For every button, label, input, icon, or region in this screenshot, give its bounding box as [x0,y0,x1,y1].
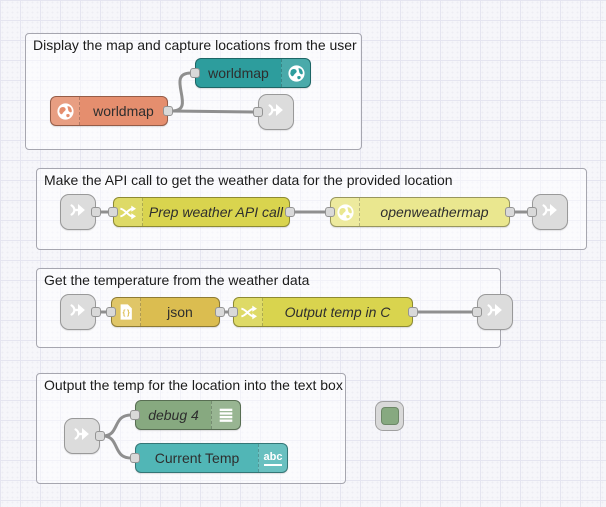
link-out-icon [484,299,506,326]
group-label: Make the API call to get the weather dat… [44,172,453,188]
node-link-out[interactable] [253,94,294,130]
node-label: openweathermap [380,204,489,220]
wire[interactable] [170,109,255,114]
node-link-in[interactable] [60,294,101,330]
group-display-map[interactable]: Display the map and capture locations fr… [25,33,362,150]
link-in-icon [71,423,93,450]
node-debug[interactable]: debug 4 [130,400,241,430]
abc-icon: abc [258,444,287,472]
node-worldmap-in[interactable]: worldmap [190,58,311,88]
output-port[interactable] [95,431,105,441]
node-label: worldmap [93,103,154,119]
node-label: debug 4 [148,407,199,423]
input-port[interactable] [472,307,482,317]
node-label: Prep weather API call [148,204,283,220]
node-label: worldmap [208,65,269,81]
wire[interactable] [170,71,193,113]
node-link-out[interactable] [472,294,513,330]
globe-icon [51,97,80,125]
wire[interactable] [101,413,133,438]
output-port[interactable] [91,307,101,317]
node-label: Output temp in C [284,304,391,320]
input-port[interactable] [325,207,335,217]
globe-icon [281,59,310,87]
group-label: Output the temp for the location into th… [44,377,343,393]
output-port[interactable] [215,307,225,317]
input-port[interactable] [130,410,140,420]
input-port[interactable] [106,307,116,317]
output-port[interactable] [408,307,418,317]
input-port[interactable] [130,453,140,463]
node-worldmap[interactable]: worldmap [50,96,173,126]
group-label: Get the temperature from the weather dat… [44,272,310,288]
node-debug-wrap: debug 4 [130,400,405,431]
function-icon [234,298,263,326]
json-icon: { } [112,298,141,326]
link-in-icon [67,299,89,326]
globe-icon [331,198,360,226]
input-port[interactable] [108,207,118,217]
function-icon [114,198,143,226]
debug-toggle-indicator [380,407,399,425]
svg-text:{ }: { } [122,308,129,317]
node-function-prep-weather[interactable]: Prep weather API call [108,197,295,227]
link-in-icon [67,199,89,226]
link-out-icon [265,99,287,126]
output-port[interactable] [91,207,101,217]
node-json[interactable]: { } json [106,297,225,327]
input-port[interactable] [253,107,263,117]
input-port[interactable] [527,207,537,217]
input-port[interactable] [190,68,200,78]
node-openweathermap[interactable]: openweathermap [325,197,515,227]
node-link-out[interactable] [527,194,568,230]
node-link-in[interactable] [60,194,101,230]
debug-enable-toggle[interactable] [375,401,404,431]
node-label: json [167,304,193,320]
output-port[interactable] [163,106,173,116]
group-label: Display the map and capture locations fr… [33,37,357,53]
node-label: Current Temp [154,450,240,466]
node-function-output-temp[interactable]: Output temp in C [228,297,418,327]
node-ui-text-current-temp[interactable]: Current Temp abc [130,443,288,473]
debug-lines-icon [211,401,240,429]
link-out-icon [539,199,561,226]
node-link-in[interactable] [64,418,105,454]
wire[interactable] [101,434,133,460]
input-port[interactable] [228,307,238,317]
output-port[interactable] [285,207,295,217]
output-port[interactable] [505,207,515,217]
